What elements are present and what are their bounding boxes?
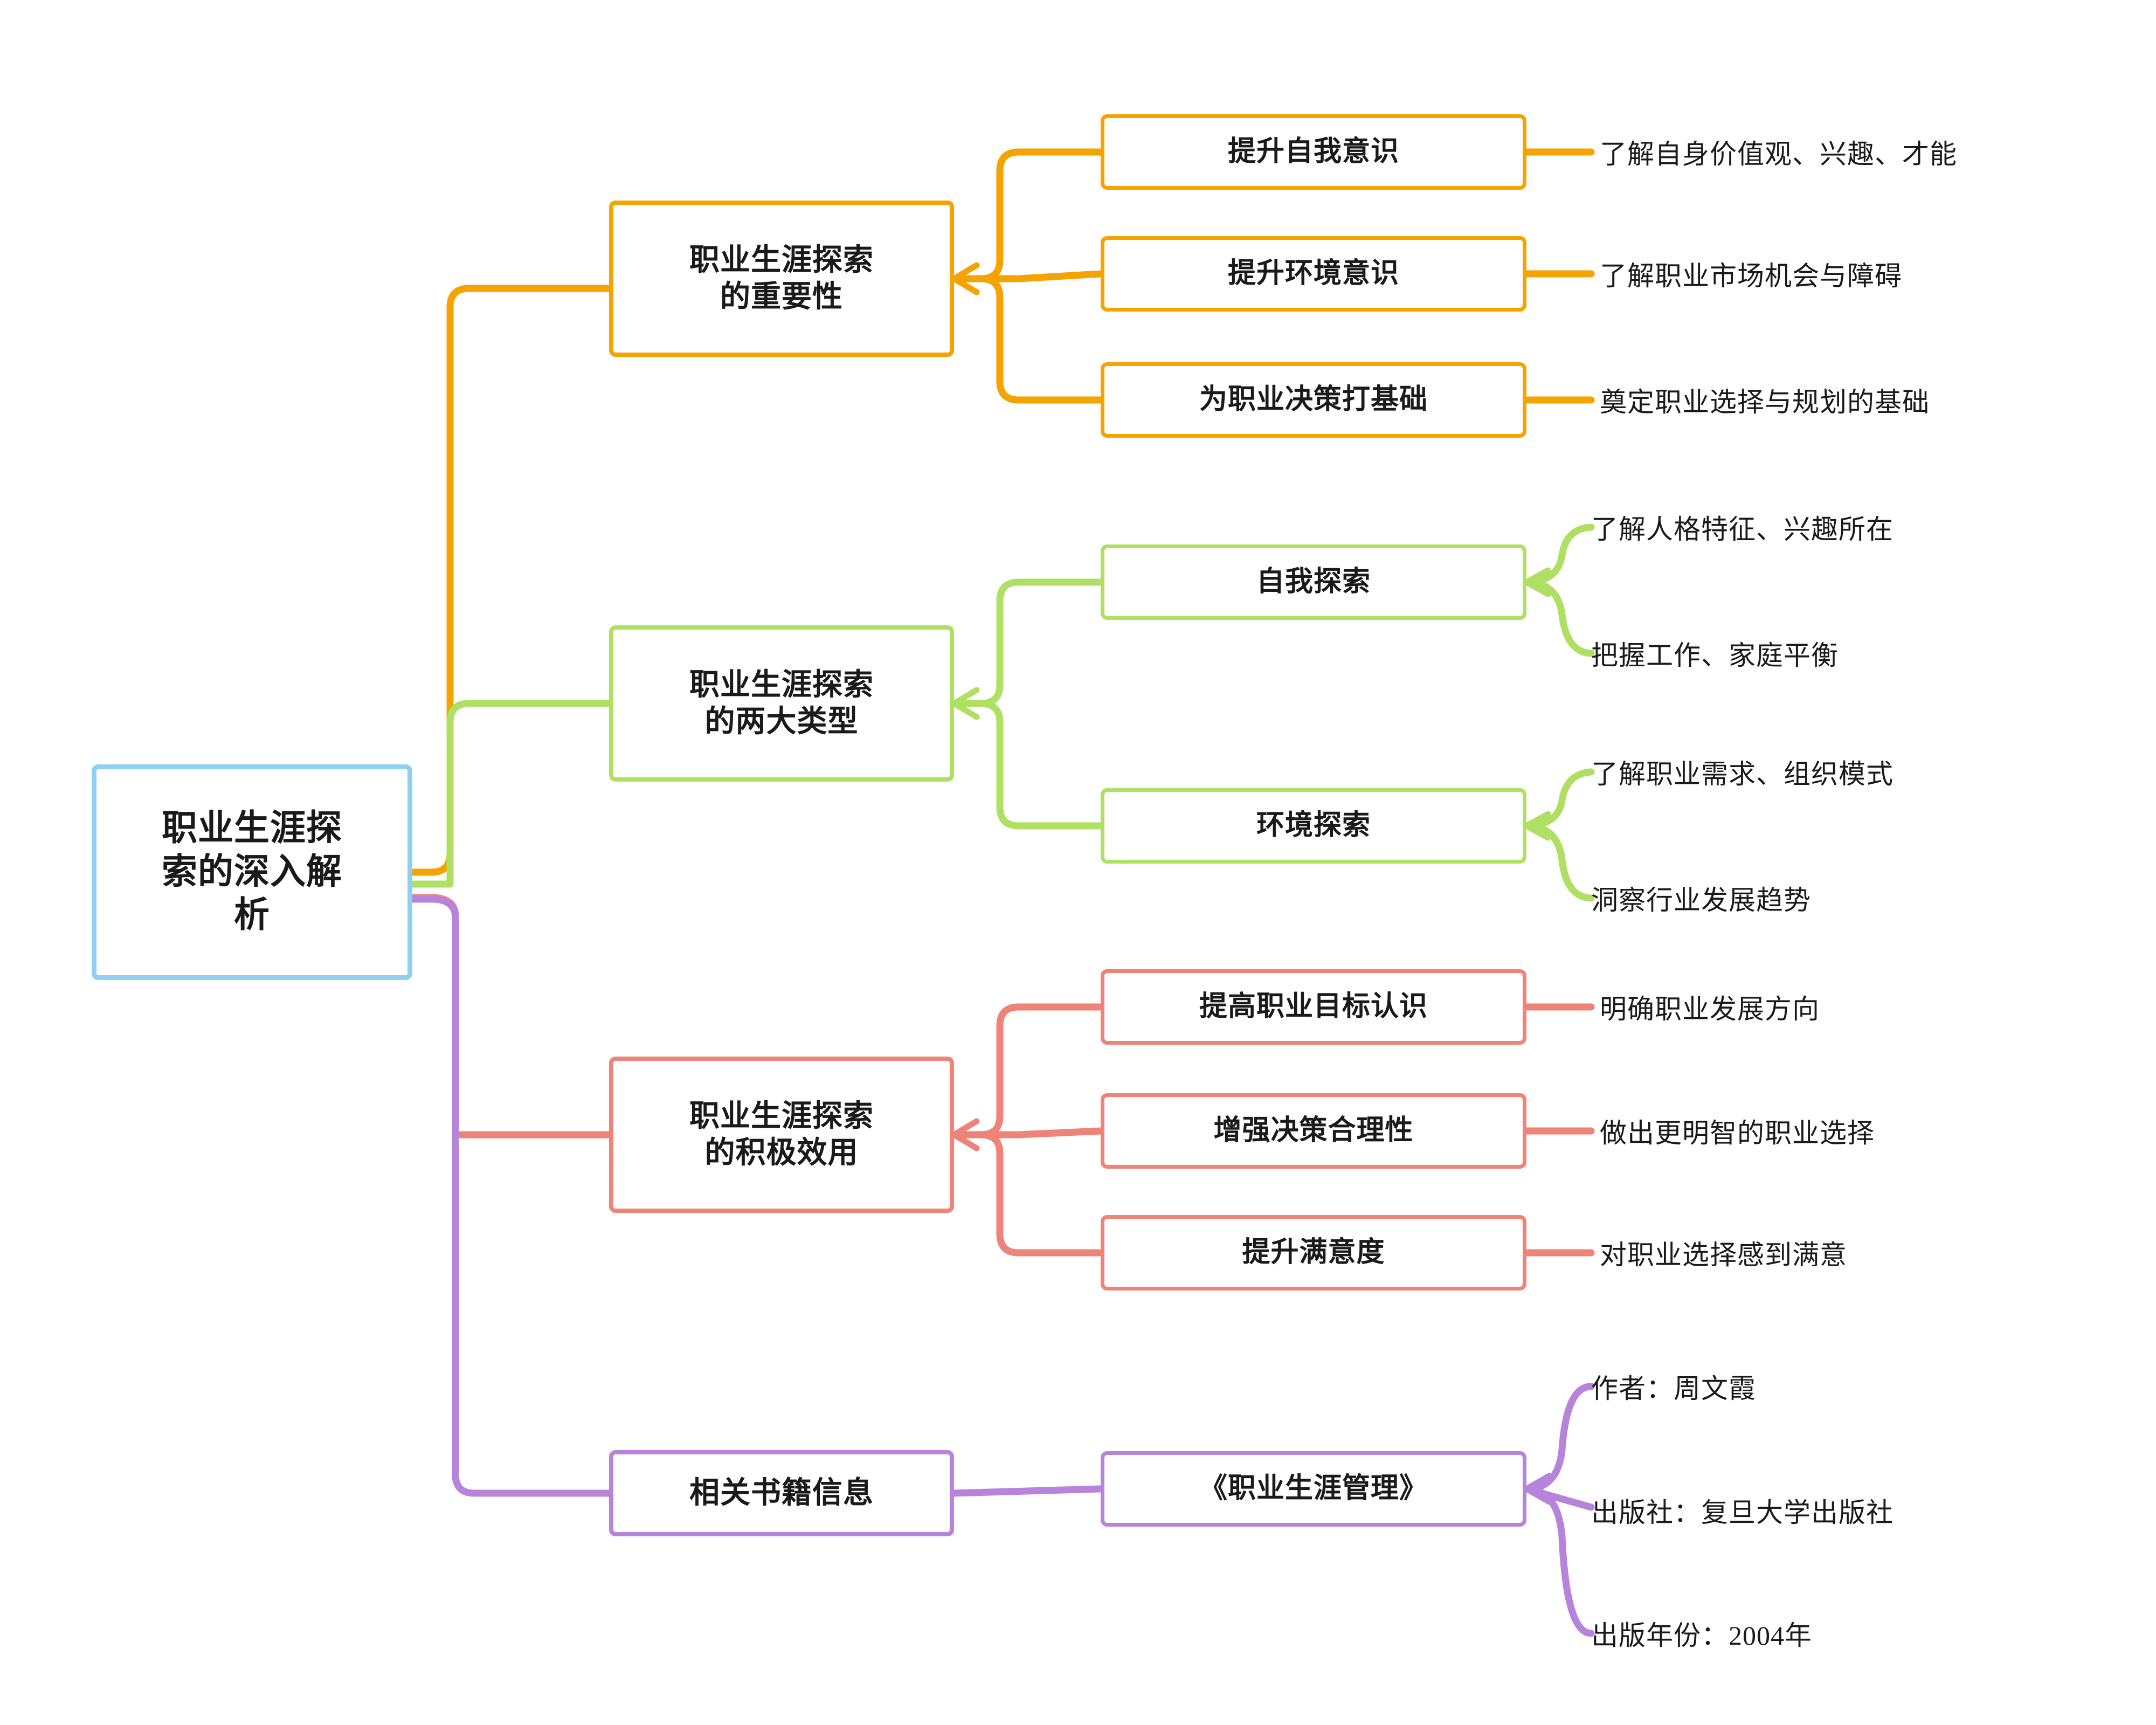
sub-node-decision-base[interactable]: 为职业决策打基础 — [1101, 362, 1526, 438]
leaf-label: 了解人格特征、兴趣所在 — [1591, 514, 1894, 544]
leaf-label: 出版年份：2004年 — [1591, 1620, 1812, 1651]
leaf-label: 了解职业市场机会与障碍 — [1600, 261, 1902, 291]
branch-label-types: 职业生涯探索的两大类型 — [689, 668, 874, 739]
edge-types-arrow — [951, 687, 980, 720]
edge-book-fan-1 — [1523, 1485, 1595, 1511]
sub-label-book-title: 《职业生涯管理》 — [1199, 1473, 1428, 1505]
branch-label-book: 相关书籍信息 — [689, 1476, 874, 1510]
edge-env-explore-fan-1 — [1523, 822, 1595, 902]
sub-label-self-exploration: 自我探索 — [1256, 567, 1371, 598]
sub-label-satisfaction: 提升满意度 — [1242, 1237, 1385, 1268]
leaf-label: 对职业选择感到满意 — [1600, 1240, 1847, 1270]
edge-env-explore-arrow — [1523, 811, 1551, 841]
branch-node-importance[interactable]: 职业生涯探索的重要性 — [609, 201, 954, 357]
edge-importance-fan-0 — [950, 148, 1104, 282]
leaf-book-author: 作者：周文霞 — [1591, 1360, 1756, 1413]
branch-label-importance: 职业生涯探索的重要性 — [689, 243, 874, 314]
edge-root-to-importance — [409, 285, 613, 876]
edge-self-explore-fan-1 — [1523, 578, 1595, 657]
sub-node-goal-awareness[interactable]: 提高职业目标认识 — [1101, 969, 1526, 1045]
edge-importance-fan-2 — [950, 275, 1104, 404]
leaf-label: 洞察行业发展趋势 — [1591, 885, 1811, 915]
edge-self-explore-arrow — [1523, 567, 1551, 597]
edge-types-fan-1 — [950, 700, 1104, 830]
edge-effects-arrow — [951, 1118, 980, 1151]
edge-self-explore-fan-0 — [1523, 523, 1595, 586]
edge-book-fan-2 — [1523, 1485, 1595, 1637]
sub-node-self-awareness[interactable]: 提升自我意识 — [1101, 114, 1526, 190]
sub-label-decision-base: 为职业决策打基础 — [1199, 384, 1428, 416]
leaf-decision-rationality-detail: 做出更明智的职业选择 — [1600, 1104, 1875, 1158]
edge-effects-fan-2 — [950, 1131, 1104, 1257]
leaf-book-year: 出版年份：2004年 — [1591, 1606, 1812, 1660]
leaf-label: 奠定职业选择与规划的基础 — [1600, 387, 1930, 417]
leaf-label: 了解职业需求、组织模式 — [1591, 759, 1894, 789]
edge-importance-fan-1 — [950, 270, 1104, 282]
leaf-self-exploration-detail-1: 了解人格特征、兴趣所在 — [1591, 500, 1894, 554]
sub-node-decision-rationality[interactable]: 增强决策合理性 — [1101, 1093, 1526, 1169]
leaf-book-publisher: 出版社：复旦大学出版社 — [1591, 1484, 1894, 1537]
root-node[interactable]: 职业生涯探索的深入解析 — [92, 764, 412, 980]
leaf-env-awareness-detail: 了解职业市场机会与障碍 — [1600, 247, 1902, 301]
leaf-decision-base-detail: 奠定职业选择与规划的基础 — [1600, 373, 1930, 427]
branch-node-effects[interactable]: 职业生涯探索的积极效用 — [609, 1057, 954, 1213]
edge-root-to-book — [409, 895, 613, 1497]
root-node-label: 职业生涯探索的深入解析 — [162, 809, 342, 935]
branch-node-types[interactable]: 职业生涯探索的两大类型 — [609, 625, 954, 782]
leaf-env-exploration-detail-1: 了解职业需求、组织模式 — [1591, 745, 1894, 799]
edge-book-fan-0 — [1523, 1383, 1595, 1493]
edge-env-explore-fan-0 — [1523, 768, 1595, 830]
leaf-label: 出版社：复旦大学出版社 — [1591, 1498, 1894, 1528]
edge-root-to-types — [409, 700, 613, 888]
leaf-goal-awareness-detail: 明确职业发展方向 — [1600, 980, 1820, 1034]
sub-node-book-title[interactable]: 《职业生涯管理》 — [1101, 1451, 1526, 1527]
sub-node-env-exploration[interactable]: 环境探索 — [1101, 788, 1526, 864]
sub-label-self-awareness: 提升自我意识 — [1227, 136, 1399, 168]
sub-node-env-awareness[interactable]: 提升环境意识 — [1101, 236, 1526, 312]
edge-importance-arrow — [951, 262, 980, 295]
edge-book-to-title — [950, 1485, 1104, 1497]
branch-node-book[interactable]: 相关书籍信息 — [609, 1450, 954, 1536]
edge-root-to-effects — [409, 894, 613, 1138]
edge-types-fan-0 — [950, 578, 1104, 707]
sub-label-env-awareness: 提升环境意识 — [1227, 258, 1399, 289]
leaf-env-exploration-detail-2: 洞察行业发展趋势 — [1591, 871, 1811, 925]
sub-label-env-exploration: 环境探索 — [1256, 810, 1371, 841]
leaf-self-awareness-detail: 了解自身价值观、兴趣、才能 — [1600, 125, 1957, 179]
leaf-self-exploration-detail-2: 把握工作、家庭平衡 — [1591, 626, 1839, 680]
leaf-label: 把握工作、家庭平衡 — [1591, 640, 1839, 671]
sub-label-decision-rationality: 增强决策合理性 — [1213, 1115, 1414, 1147]
edge-book-arrow — [1523, 1473, 1552, 1505]
edge-effects-fan-1 — [950, 1127, 1104, 1138]
leaf-label: 作者：周文霞 — [1591, 1374, 1756, 1404]
edge-effects-fan-0 — [950, 1003, 1104, 1138]
sub-node-self-exploration[interactable]: 自我探索 — [1101, 544, 1526, 620]
branch-label-effects: 职业生涯探索的积极效用 — [689, 1099, 874, 1170]
leaf-label: 明确职业发展方向 — [1600, 994, 1820, 1024]
sub-label-goal-awareness: 提高职业目标认识 — [1199, 991, 1428, 1023]
sub-node-satisfaction[interactable]: 提升满意度 — [1101, 1215, 1526, 1291]
leaf-satisfaction-detail: 对职业选择感到满意 — [1600, 1226, 1847, 1280]
leaf-label: 做出更明智的职业选择 — [1600, 1118, 1875, 1148]
leaf-label: 了解自身价值观、兴趣、才能 — [1600, 139, 1957, 169]
